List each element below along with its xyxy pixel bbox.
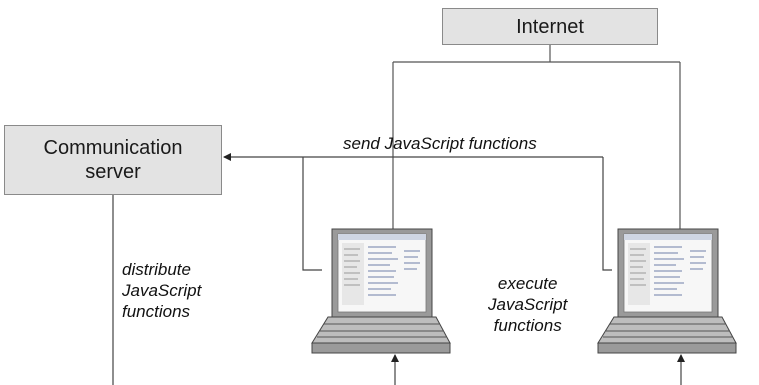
- laptop-icon: [597, 228, 737, 354]
- execute-label: execute JavaScript functions: [488, 273, 567, 336]
- laptop-2-send-connector: [602, 157, 612, 271]
- execute-label-line-1: execute: [497, 274, 558, 293]
- communication-server-label-line-1: Communication: [43, 137, 183, 159]
- client-laptop-1: [311, 228, 451, 354]
- client-laptop-2: [597, 228, 737, 354]
- internet-links: [392, 45, 681, 230]
- distribute-label: distribute JavaScript functions: [122, 259, 201, 322]
- internet-label: Internet: [516, 15, 584, 38]
- distribute-label-line-2: JavaScript: [122, 281, 202, 300]
- internet-node: Internet: [442, 8, 658, 45]
- laptop-icon: [311, 228, 451, 354]
- distribute-label-line-3: functions: [122, 302, 191, 321]
- send-links: [223, 153, 612, 271]
- communication-server-node: Communication server: [4, 125, 222, 195]
- communication-server-label: Communication server: [44, 136, 183, 184]
- laptop-1-send-connector: [302, 157, 322, 271]
- communication-server-label-line-2: server: [85, 161, 141, 183]
- execute-label-line-3: functions: [493, 316, 562, 335]
- send-label: send JavaScript functions: [343, 134, 537, 153]
- incoming-arrows: [391, 354, 685, 385]
- distribute-label-line-1: distribute: [122, 260, 191, 279]
- execute-label-line-2: JavaScript: [488, 295, 568, 314]
